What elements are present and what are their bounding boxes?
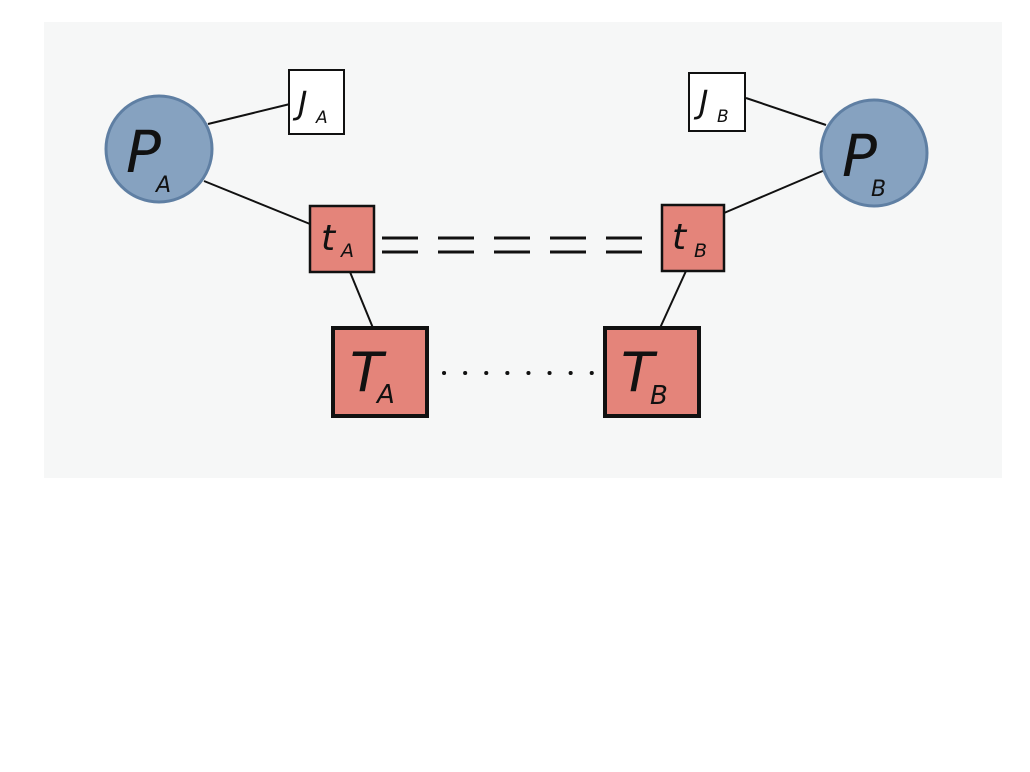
svg-text:B: B	[717, 107, 729, 127]
svg-text:t: t	[321, 218, 337, 259]
edge-pa-ta	[203, 180, 311, 225]
svg-text:T: T	[621, 341, 658, 404]
svg-text:P: P	[842, 122, 877, 190]
node-jb: J B	[688, 72, 746, 132]
edge-pa-ja	[207, 103, 291, 125]
edge-ta-tb-double-dashed	[382, 236, 660, 254]
svg-text:A: A	[375, 380, 395, 410]
node-tb-small: t B	[660, 203, 726, 273]
node-ja: J A	[288, 69, 345, 135]
node-tb-big: T B	[603, 326, 701, 418]
node-ta-small: t A	[308, 204, 376, 274]
svg-text:A: A	[315, 108, 328, 128]
edge-tb-small-big	[659, 270, 687, 329]
svg-text:P: P	[126, 118, 161, 186]
svg-text:B: B	[650, 381, 668, 411]
diagram-panel	[44, 22, 1002, 478]
svg-text:A: A	[339, 240, 354, 262]
node-pb: P B	[819, 98, 929, 208]
svg-text:t: t	[672, 217, 688, 258]
svg-text:B: B	[694, 240, 707, 262]
node-pa: P A	[104, 94, 214, 204]
node-ta-big: T A	[331, 326, 429, 418]
svg-text:B: B	[871, 177, 886, 202]
svg-text:T: T	[350, 341, 387, 404]
edge-ta-small-big	[349, 271, 374, 329]
svg-text:A: A	[154, 173, 171, 198]
edge-pb-jb	[745, 97, 827, 126]
edge-pb-tb	[723, 169, 826, 214]
